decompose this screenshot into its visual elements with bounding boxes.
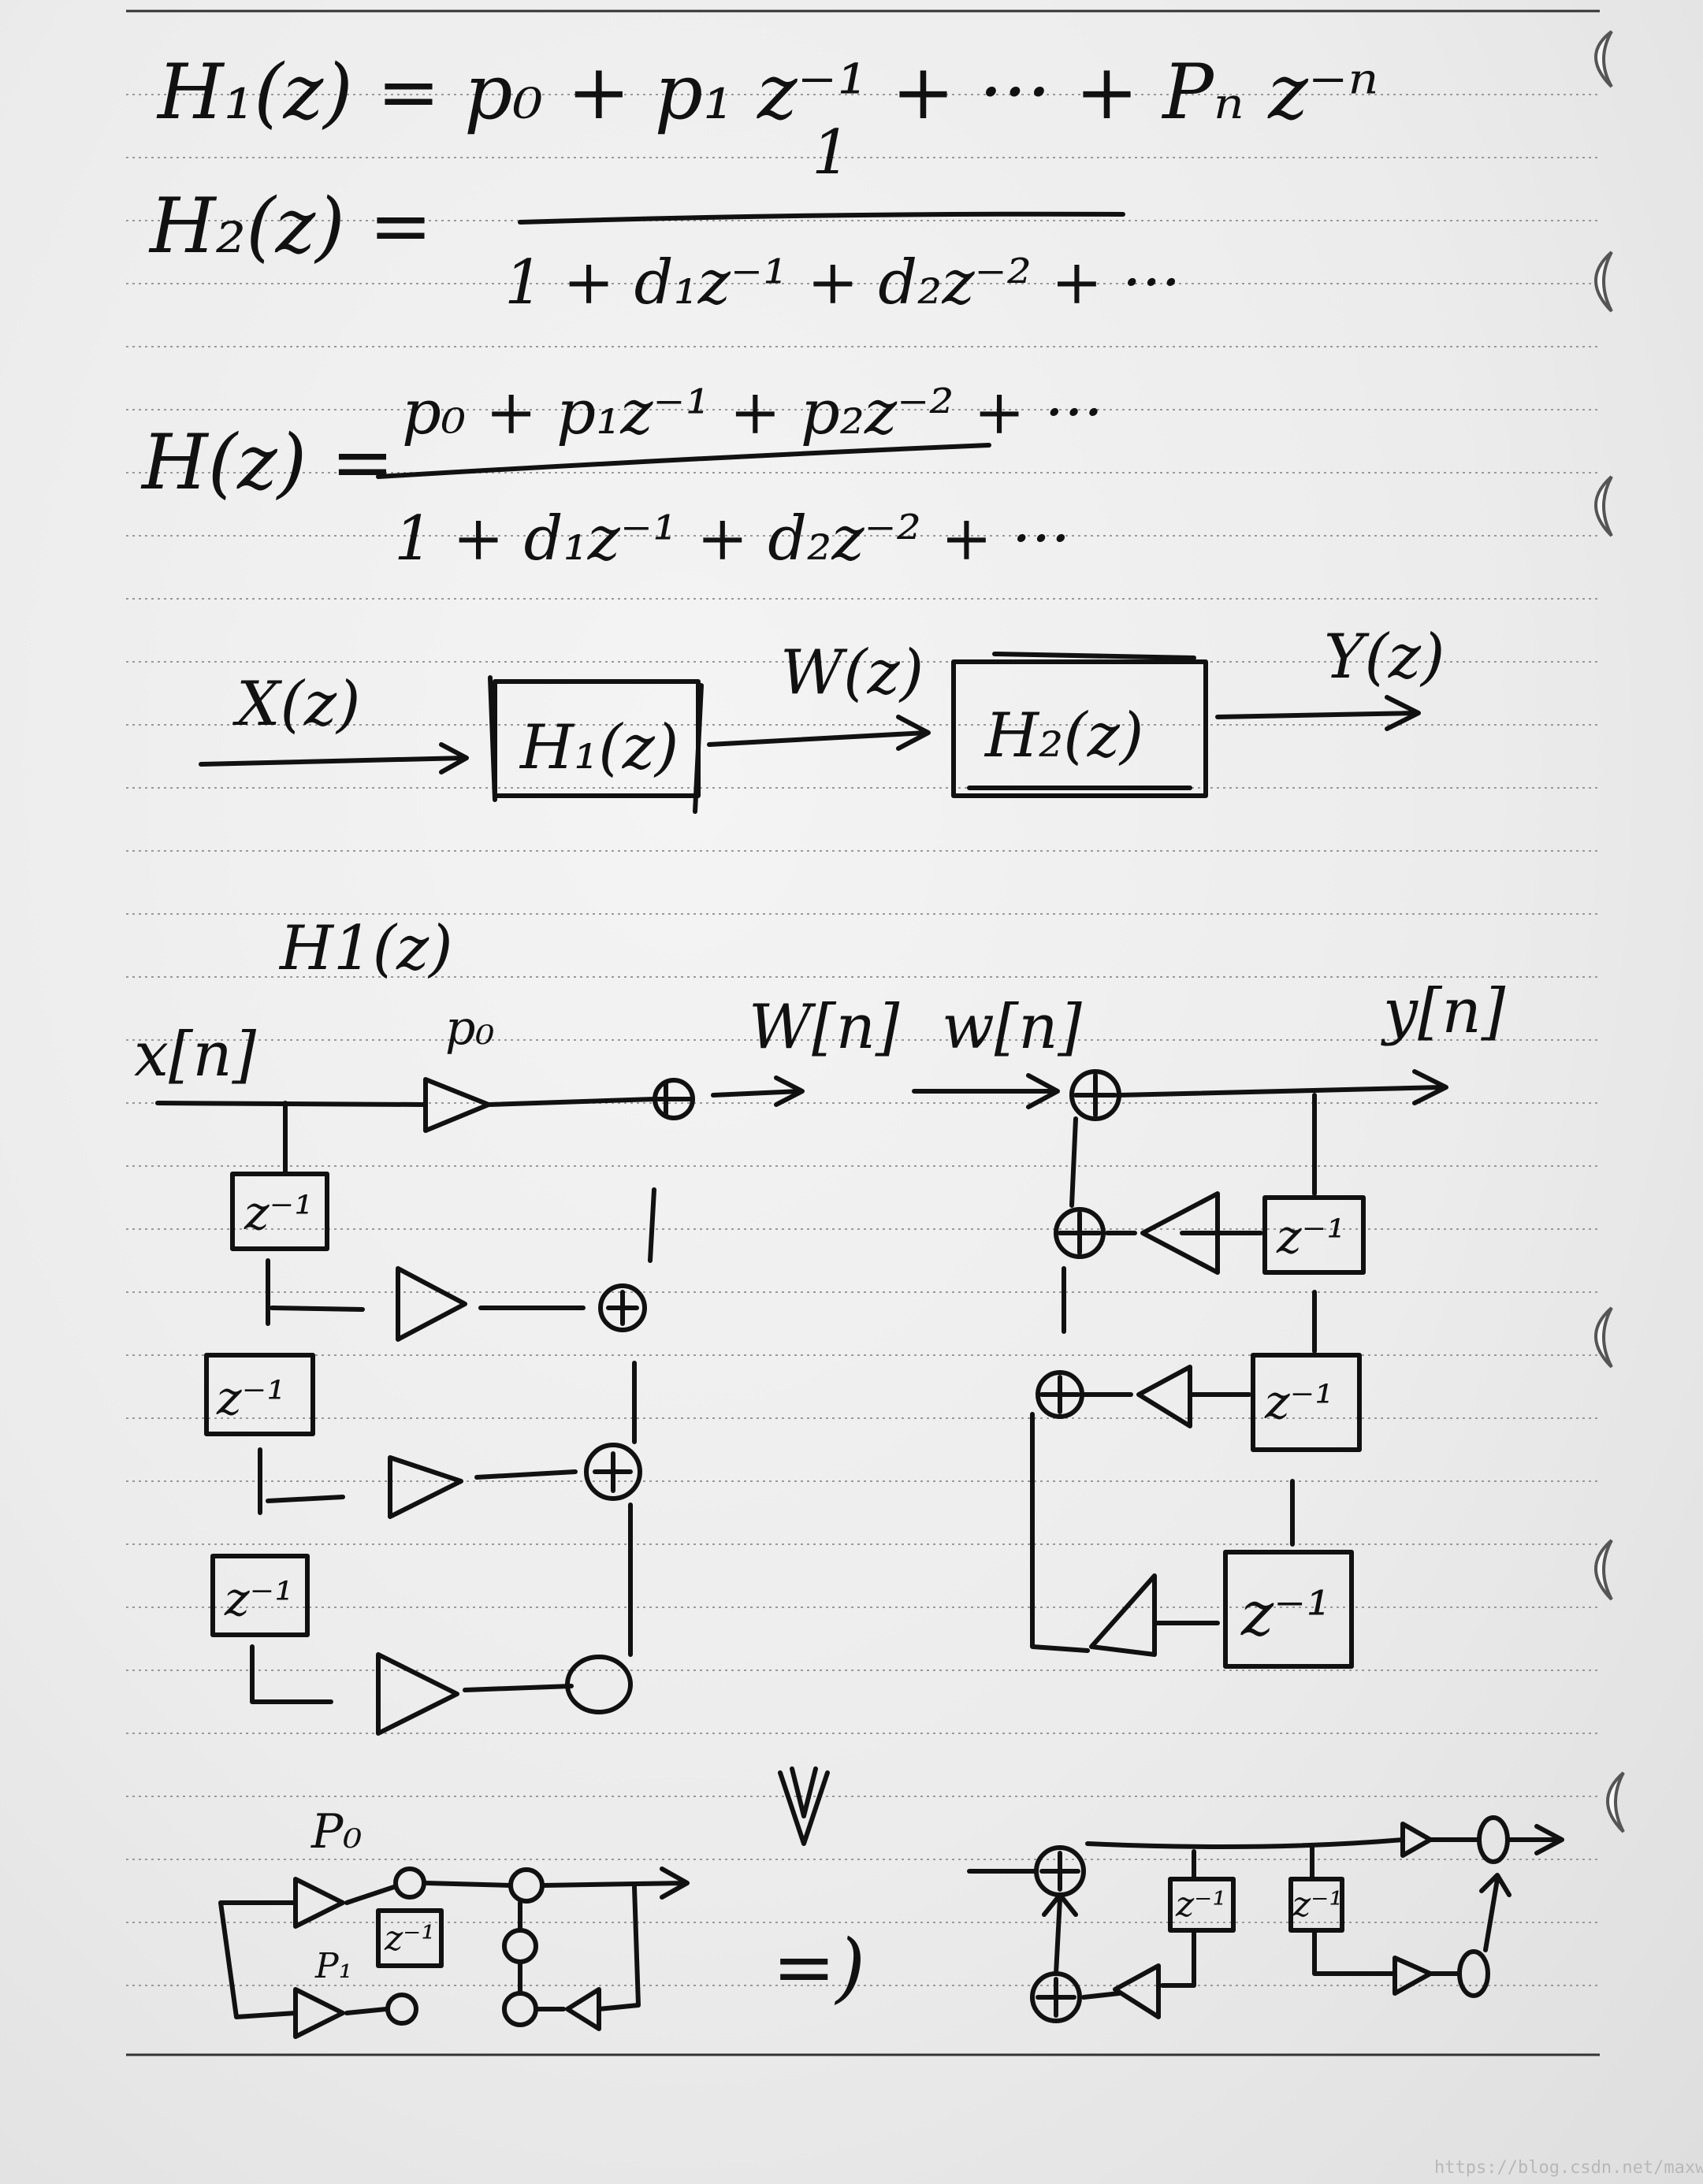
delay-3 <box>210 1554 310 1637</box>
w-out-arrow <box>711 1075 805 1107</box>
bottom-adder-c <box>508 1867 545 1904</box>
h2-fraction-bar <box>518 211 1125 225</box>
bottom-adder-b <box>385 1993 418 2026</box>
h2-denominator: 1 + d₁z⁻¹ + d₂z⁻² + ··· <box>504 247 1181 318</box>
w-n-in-label: w[n] <box>942 992 1082 1063</box>
br-delay-left <box>1168 1877 1236 1933</box>
bottom-delay-left <box>376 1908 444 1968</box>
fb-delay-3-label: z⁻¹ <box>1240 1579 1331 1650</box>
bottom-fb-gain <box>565 1987 601 2031</box>
w-in-arrow <box>912 1073 1060 1109</box>
br-gain-p1 <box>1393 1956 1433 1996</box>
iir-section: w[n] y[n] z⁻¹ z⁻¹ z⁻¹ <box>912 976 1506 1669</box>
fb-gain-2 <box>1136 1365 1192 1428</box>
equation-h1: H₁(z) = p₀ + p₁ z⁻¹ + ··· + Pₙ z⁻ⁿ <box>156 48 1378 136</box>
fb-delay-3 <box>1223 1550 1354 1669</box>
fb-delay-2-label: z⁻¹ <box>1264 1375 1333 1430</box>
y-n-label: y[n] <box>1381 976 1506 1047</box>
h2-numerator: 1 <box>812 117 851 188</box>
br-adder-mid <box>1457 1949 1490 1998</box>
binder-holes <box>1594 30 1625 1833</box>
bottom-right-diagram: z⁻¹ z⁻¹ <box>967 1815 1564 2023</box>
adder-n <box>565 1655 633 1714</box>
block-h2-label: H₂(z) <box>984 700 1143 771</box>
h-denominator: 1 + d₁z⁻¹ + d₂z⁻² + ··· <box>394 503 1070 574</box>
fb-adder-1 <box>1054 1207 1106 1259</box>
fb-gain-3 <box>1089 1573 1157 1657</box>
delay-1-label: z⁻¹ <box>244 1186 313 1241</box>
x-n-label: x[n] <box>134 1020 257 1090</box>
br-delay-left-label: z⁻¹ <box>1175 1885 1226 1925</box>
bottom-adder-a <box>393 1866 426 1900</box>
down-arrow-icon <box>778 1766 830 1846</box>
h2-lhs: H₂(z) = <box>148 182 433 270</box>
input-xz-label: X(z) <box>232 669 361 740</box>
gain-p1 <box>396 1266 467 1342</box>
br-delay-right-label: z⁻¹ <box>1292 1885 1343 1925</box>
middle-arrow <box>707 715 931 751</box>
adder-top <box>653 1078 695 1120</box>
ruled-lines <box>126 9 1600 2056</box>
fb-adder-2 <box>1036 1370 1084 1419</box>
equation-h2: H₂(z) = 1 1 + d₁z⁻¹ + d₂z⁻² + ··· <box>148 117 1181 318</box>
p0-label: p₀ <box>445 1001 494 1056</box>
bottom-left-diagram: P₀ P₁ z⁻¹ <box>218 1804 690 2039</box>
gain-p2 <box>388 1455 463 1519</box>
block-h1-label: H₁(z) <box>519 712 679 783</box>
br-fb-gain <box>1113 1963 1161 2019</box>
h-fraction-bar <box>376 443 991 479</box>
x-input-line <box>155 1101 428 1107</box>
equation-h: H(z) = p₀ + p₁z⁻¹ + p₂z⁻² + ··· 1 + d₁z⁻… <box>140 377 1103 574</box>
bottom-p1-label: P₁ <box>314 1946 352 1986</box>
input-arrow <box>199 742 469 774</box>
delay-2-label: z⁻¹ <box>216 1371 285 1426</box>
adder-1 <box>598 1283 647 1332</box>
h-numerator: p₀ + p₁z⁻¹ + p₂z⁻² + ··· <box>402 377 1103 448</box>
fb-delay-2 <box>1251 1353 1362 1452</box>
output-yz-label: Y(z) <box>1324 622 1445 693</box>
fb-delay-1-label: z⁻¹ <box>1276 1209 1345 1265</box>
middle-wz-label: W(z) <box>780 637 924 708</box>
br-adder-out <box>1477 1815 1510 1864</box>
output-arrow <box>1215 695 1421 731</box>
h-lhs: H(z) = <box>140 418 394 507</box>
gain-pn <box>376 1652 459 1736</box>
bottom-adder-d <box>502 1928 538 1964</box>
br-gain-p0 <box>1400 1822 1433 1858</box>
fir-section: H1(z) x[n] p₀ W[n] z⁻¹ z⁻¹ z⁻¹ <box>134 913 900 1736</box>
gain-p0 <box>423 1077 491 1133</box>
bottom-gain-p0 <box>293 1877 345 1929</box>
fb-delay-1 <box>1262 1195 1366 1275</box>
implies-symbol: =) <box>772 1923 865 2011</box>
fb-return-line <box>1030 1412 1090 1653</box>
bottom-p0-label: P₀ <box>310 1804 362 1859</box>
bottom-adder-e <box>502 1991 538 2027</box>
delay-2 <box>204 1353 315 1436</box>
y-output-arrow <box>1117 1069 1448 1105</box>
block-diagram: X(z) H₁(z) W(z) H₂(z) Y(z) <box>199 622 1445 814</box>
fb-gain-1 <box>1140 1191 1220 1275</box>
bottom-delay-left-label: z⁻¹ <box>384 1918 435 1959</box>
h1-equation: H₁(z) = p₀ + p₁ z⁻¹ + ··· + Pₙ z⁻ⁿ <box>156 48 1378 136</box>
fir-heading: H1(z) <box>278 913 453 984</box>
adder-2 <box>584 1443 642 1501</box>
watermark-text: https://blog.csdn.net/maxwell2ic <box>1434 2158 1703 2178</box>
w-n-out-label: W[n] <box>749 992 900 1063</box>
delay-3-label: z⁻¹ <box>224 1572 293 1627</box>
delay-1 <box>230 1172 329 1251</box>
block-h2 <box>951 659 1208 798</box>
bottom-gain-p1 <box>293 1987 345 2039</box>
